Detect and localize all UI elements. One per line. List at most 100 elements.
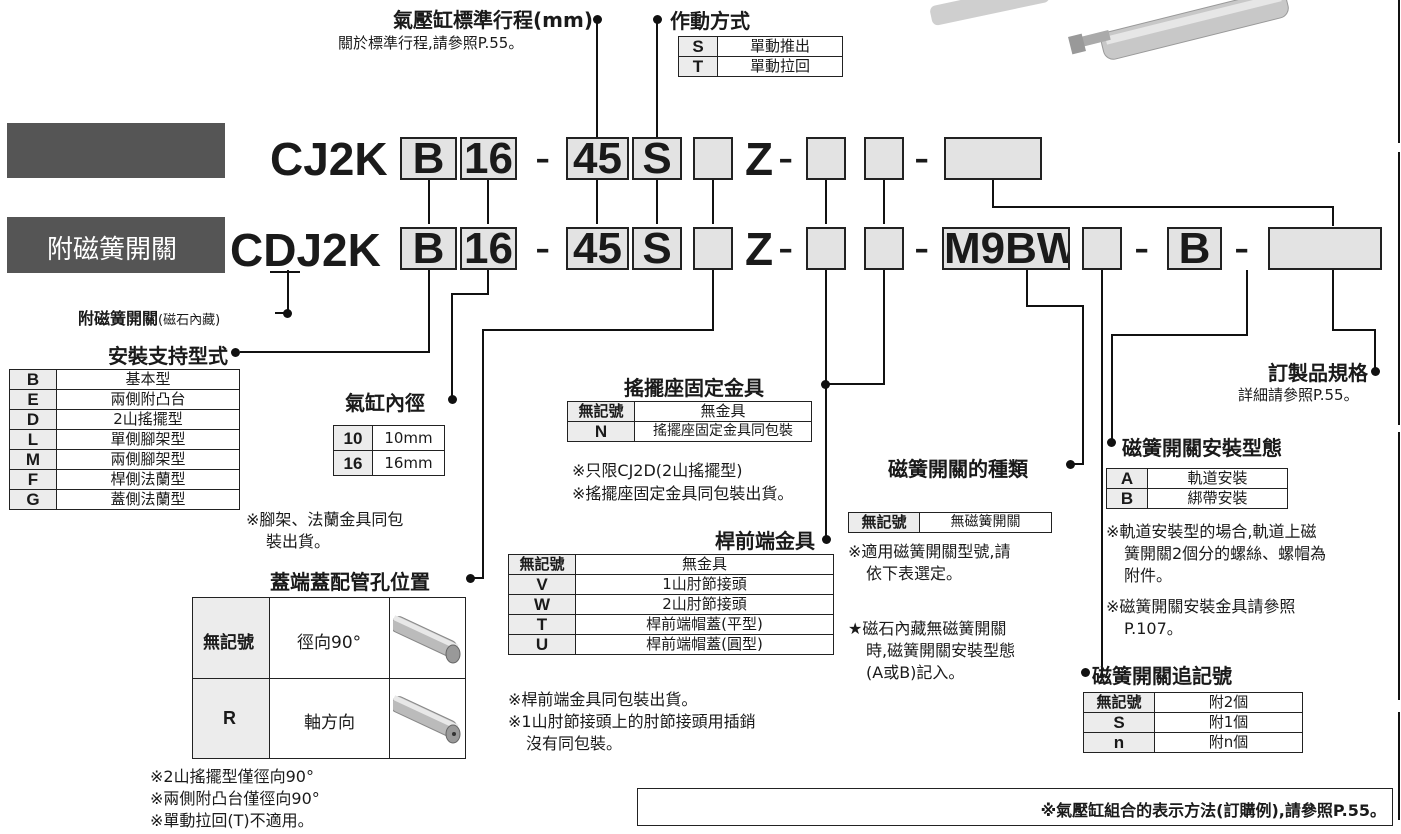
footer-text: ※氣壓缸組合的表示方法(訂購例),請參照P.55。 — [1040, 801, 1386, 820]
bottom-box-band: B — [1167, 227, 1222, 270]
mount-desc: 基本型 — [56, 369, 240, 390]
magnet-note-suffix: (磁石內藏) — [158, 313, 221, 328]
bottom-box-mount: B — [400, 227, 457, 270]
top-box-bore: 16 — [460, 137, 517, 180]
port-code: 無記號 — [203, 633, 254, 653]
mount-code: M — [9, 449, 57, 470]
switchtype-note2-3: (A或B)記入。 — [866, 663, 965, 682]
action-code: T — [678, 56, 718, 77]
switchtype-dot — [1066, 460, 1075, 469]
bottom-z: Z — [745, 223, 774, 275]
port-dot — [466, 574, 475, 583]
bore-dot — [448, 395, 457, 404]
rodend-desc: 1山肘節接頭 — [575, 574, 834, 595]
pivot-note-1: ※只限CJ2D(2山搖擺型) — [572, 461, 743, 480]
port-table: 無記號 徑向90° R 軸方向 — [192, 597, 466, 759]
stroke-dot — [593, 15, 602, 24]
table-row: 無記號無金具 — [508, 554, 834, 575]
rodend-code: 無記號 — [508, 554, 576, 575]
mount-title: 安裝支持型式 — [108, 344, 228, 368]
top-box-action: S — [632, 137, 682, 180]
bottom-box-stroke: 45 — [566, 227, 629, 270]
port-code: R — [223, 708, 236, 728]
label-bar-standard — [7, 123, 225, 178]
rodend-note-1: ※桿前端金具同包裝出貨。 — [508, 690, 698, 709]
rod-radial-icon — [393, 615, 461, 664]
magnet-d-underline — [270, 271, 300, 273]
bottom-box-blank-4 — [1082, 227, 1122, 270]
label-magnet-text: 附磁簧開關 — [47, 235, 178, 265]
rodend-desc: 桿前端帽蓋(平型) — [575, 614, 834, 635]
bottom-box-blank-1 — [693, 227, 733, 270]
switchtype-note2-2: 時,磁簧開關安裝型態 — [866, 641, 1016, 660]
bottom-box-action: S — [632, 227, 682, 270]
switchtype-desc: 無磁簧開關 — [919, 512, 1052, 533]
rodend-desc: 無金具 — [575, 554, 834, 575]
port-note-3: ※單動拉回(T)不適用。 — [150, 811, 314, 830]
pivot-note-2: ※搖擺座固定金具同包裝出貨。 — [572, 484, 794, 503]
rod-axial-icon — [393, 695, 461, 744]
magnet-dot — [283, 309, 292, 318]
top-box-blank-3 — [864, 137, 904, 180]
footer-box: ※氣壓缸組合的表示方法(訂購例),請參照P.55。 — [637, 788, 1393, 826]
magnet-note-bold: 附磁簧開關 — [78, 309, 159, 328]
switchcount-code: 無記號 — [1083, 692, 1155, 713]
switchmount-note-2: 簧開關2個分的螺絲、螺帽為 — [1124, 544, 1327, 563]
switchtype-table: 無記號無磁簧開關 — [848, 512, 1052, 533]
bottom-dash-2: - — [778, 221, 794, 273]
mount-code: B — [9, 369, 57, 390]
bore-desc: 10mm — [372, 425, 445, 451]
rodend-code: W — [508, 594, 576, 615]
pivot-desc: 無金具 — [634, 401, 812, 422]
bottom-box-blank-5 — [1268, 227, 1382, 270]
port-note-2: ※兩側附凸台僅徑向90° — [150, 789, 320, 808]
action-title: 作動方式 — [670, 9, 750, 33]
switchmount-desc: 軌道安裝 — [1147, 468, 1288, 489]
switchmount-title: 磁簧開關安裝型態 — [1122, 436, 1282, 460]
rodend-desc: 2山肘節接頭 — [575, 594, 834, 615]
top-dash-1: - — [535, 131, 551, 183]
bore-desc: 16mm — [372, 450, 445, 476]
switchcount-title: 磁簧開關追記號 — [1092, 664, 1232, 688]
model-code-bottom: CDJ2K — [230, 224, 381, 276]
switchmount-note-1: ※軌道安裝型的場合,軌道上磁 — [1106, 522, 1317, 541]
rodend-code: U — [508, 634, 576, 655]
pivot-title: 搖擺座固定金具 — [624, 376, 764, 400]
top-box-mount: B — [400, 137, 457, 180]
mto-dot — [1371, 367, 1380, 376]
top-dash-3: - — [914, 131, 930, 183]
bottom-dash-4: - — [1134, 221, 1150, 273]
action-desc: 單動拉回 — [717, 56, 843, 77]
bottom-box-switch: M9BW — [942, 227, 1070, 270]
action-desc: 單動推出 — [717, 36, 843, 57]
mount-desc: 兩側附凸台 — [56, 389, 240, 410]
mount-note-2: 裝出貨。 — [266, 532, 331, 551]
model-code-top: CJ2K — [270, 133, 388, 185]
switchtype-title: 磁簧開關的種類 — [888, 457, 1028, 481]
mount-code: E — [9, 389, 57, 410]
port-note-1: ※2山搖擺型僅徑向90° — [150, 767, 314, 786]
table-row: 無記號無磁簧開關 — [848, 512, 1052, 533]
bottom-box-blank-2 — [806, 227, 846, 270]
switchcount-code: S — [1083, 712, 1155, 733]
mount-code: L — [9, 429, 57, 450]
mount-desc: 單側腳架型 — [56, 429, 240, 450]
port-desc: 軸方向 — [304, 713, 355, 733]
mto-note: 詳細請參照P.55。 — [1238, 386, 1359, 404]
